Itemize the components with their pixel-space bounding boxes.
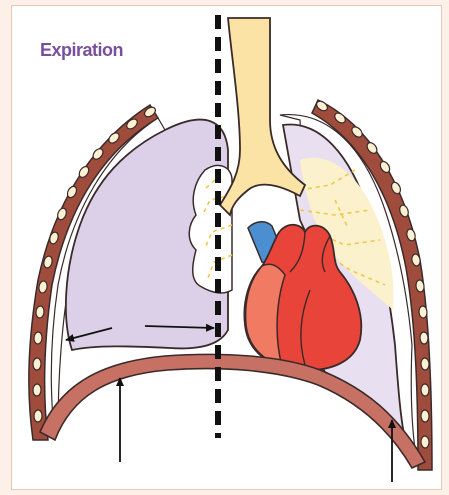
right-hilum — [189, 165, 232, 292]
figure-title: Expiration — [40, 40, 123, 61]
